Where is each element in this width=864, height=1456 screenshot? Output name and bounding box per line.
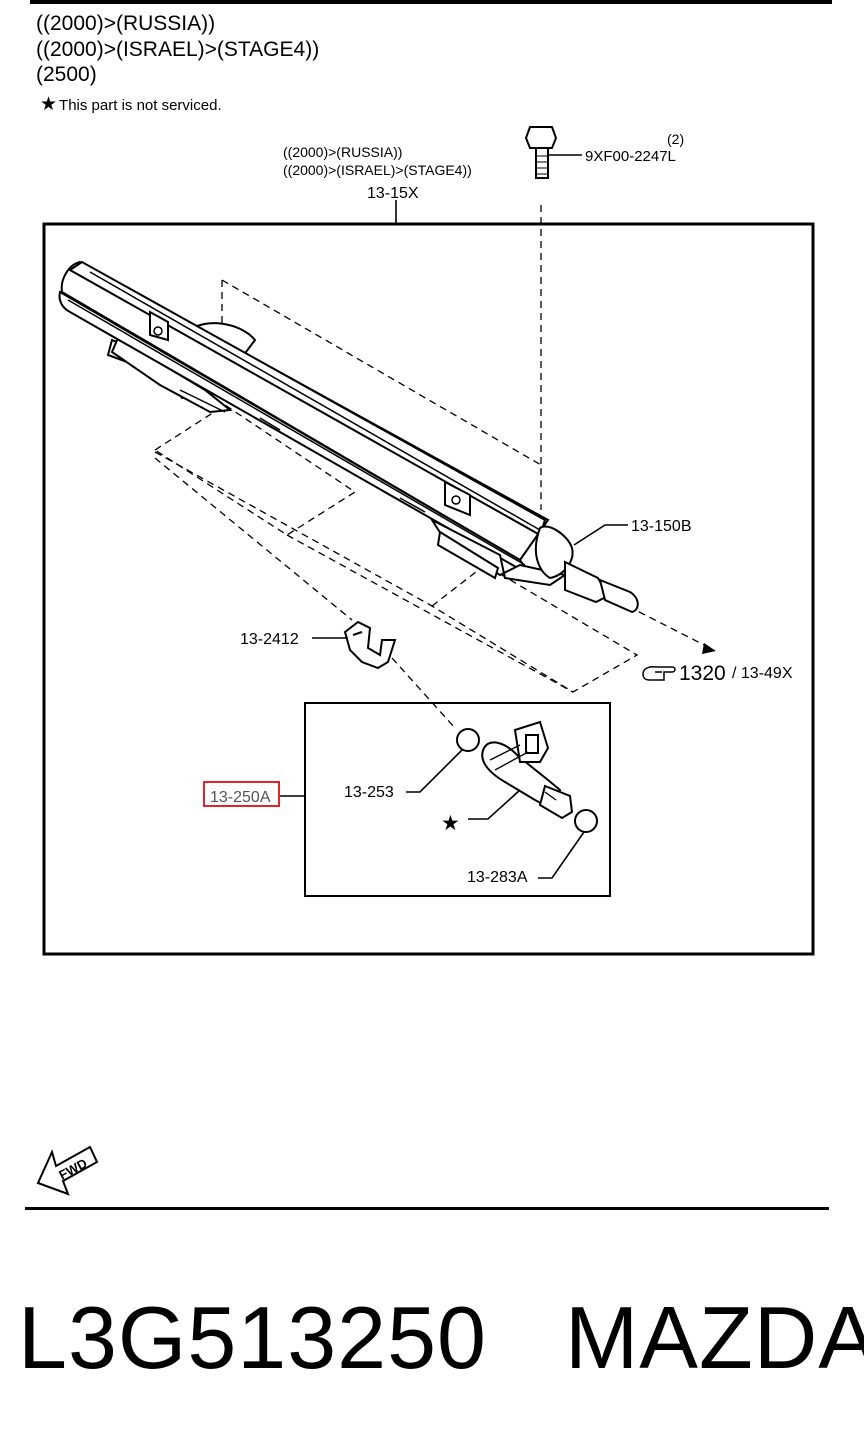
- bolt: [524, 126, 558, 179]
- reference-code: / 13-49X: [732, 665, 793, 682]
- o-ring-upper-label: 13-253: [344, 784, 394, 801]
- bolt-qty-label: (2): [667, 131, 684, 147]
- not-serviced-note: ★This part is not serviced.: [40, 93, 222, 116]
- clip: [343, 620, 397, 670]
- injector-inset-frame: [304, 702, 611, 897]
- parts-diagram: ((2000)>(RUSSIA)) ((2000)>(ISRAEL)>(STAG…: [36, 126, 815, 1196]
- main-frame: [42, 222, 815, 956]
- injector-assembly-label[interactable]: 13-250A: [210, 789, 271, 806]
- brand-name: MAZDA: [564, 1288, 864, 1387]
- o-ring-lower-label: 13-283A: [467, 869, 528, 886]
- top-rule: [30, 0, 832, 4]
- bottom-rule: [25, 1207, 829, 1210]
- injector: [481, 720, 574, 820]
- header-line-1: ((2000)>(RUSSIA)): [36, 12, 216, 35]
- injector-detail-lines: [489, 744, 557, 801]
- fwd-label: FWD: [56, 1156, 89, 1183]
- dashed-guides: [153, 205, 711, 729]
- rail-variant-2-label: ((2000)>(ISRAEL)>(STAGE4)): [283, 162, 472, 178]
- not-serviced-text: This part is not serviced.: [59, 97, 222, 114]
- bolt-label: 9XF00-2247L: [585, 148, 676, 165]
- highlight-box: [203, 781, 280, 807]
- o-ring-upper: [456, 728, 480, 752]
- hand-pointer-icon: [642, 666, 676, 681]
- rail-variant-1-label: ((2000)>(RUSSIA)): [283, 144, 402, 160]
- header-line-2: ((2000)>(ISRAEL)>(STAGE4)): [36, 38, 320, 61]
- not-serviced-star-icon: ★: [441, 812, 460, 835]
- footer: L3G513250 MAZDA: [18, 1288, 864, 1388]
- rail-label: 13-15X: [367, 185, 419, 202]
- damper-label: 13-150B: [631, 518, 692, 535]
- fwd-arrow-icon: FWD: [36, 1145, 99, 1196]
- leader-lines: [280, 154, 628, 879]
- header-line-3: (2500): [36, 63, 97, 86]
- star-icon: ★: [40, 94, 58, 115]
- o-ring-lower: [574, 809, 598, 833]
- arrow-head: [702, 643, 716, 654]
- rail-detail-lines: [67, 271, 541, 566]
- bolt-thread: [536, 155, 548, 175]
- reference-number: 1320: [679, 662, 726, 685]
- part-number: L3G513250: [18, 1288, 487, 1387]
- clip-label: 13-2412: [240, 631, 299, 648]
